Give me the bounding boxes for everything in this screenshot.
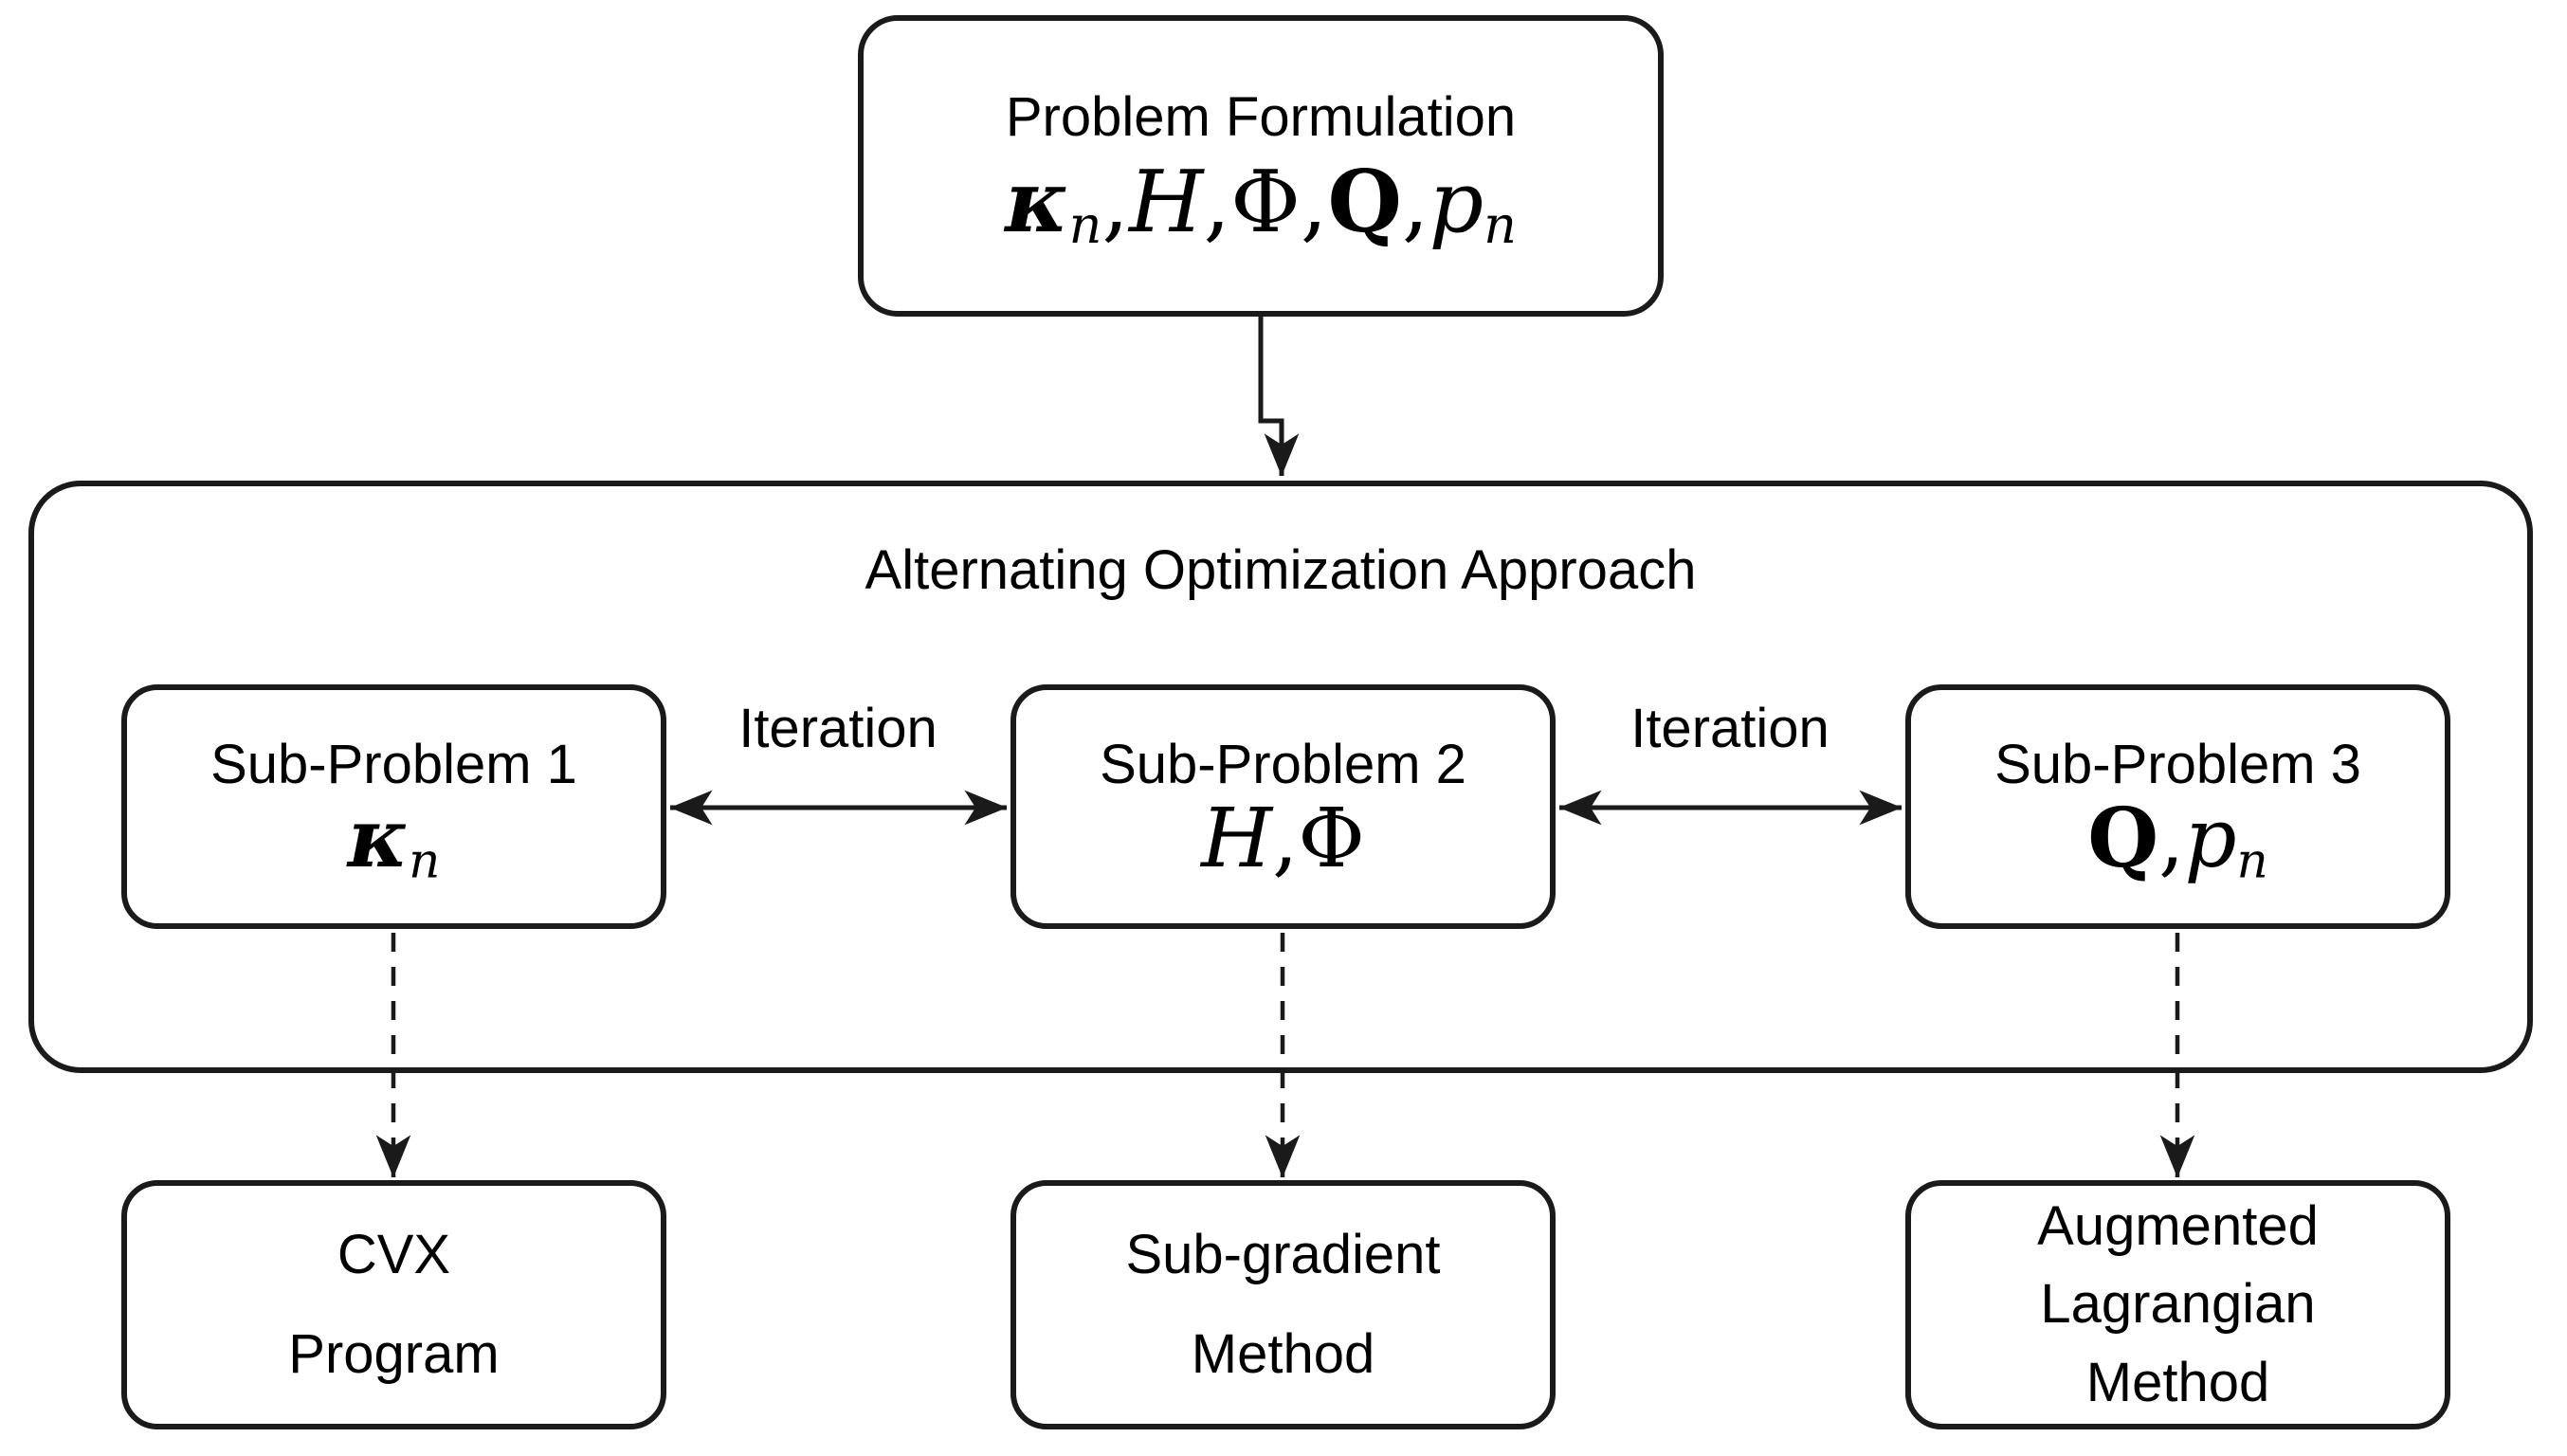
sub-problem-1-box: Sub-Problem 1 κn — [121, 684, 666, 929]
problem-formulation-variables: κn,H,Φ,Q,pn — [1005, 151, 1517, 255]
sub-problem-2-variables: H,Φ — [1201, 792, 1365, 887]
method-line: Method — [2085, 1351, 2270, 1413]
sub-problem-3-box: Sub-Problem 3 Q,pn — [1905, 684, 2450, 929]
iteration-label-left: Iteration — [738, 698, 938, 759]
method-line: Augmented — [2037, 1194, 2319, 1257]
method-line: Lagrangian — [2040, 1273, 2316, 1336]
sub-problem-1-title: Sub-Problem 1 — [210, 733, 577, 795]
sub-problem-3-variables: Q,pn — [2087, 791, 2268, 890]
method-line: Program — [288, 1322, 500, 1385]
cvx-program-box: CVX Program — [121, 1180, 666, 1429]
method-line: Sub-gradient — [1125, 1224, 1441, 1286]
augmented-lagrangian-method-box: Augmented Lagrangian Method — [1905, 1180, 2450, 1429]
arrow-problem-to-approach — [1258, 317, 1300, 477]
method-line: Method — [1191, 1322, 1375, 1385]
method-line: CVX — [337, 1224, 451, 1286]
problem-formulation-title: Problem Formulation — [1005, 86, 1517, 149]
sub-gradient-method-box: Sub-gradient Method — [1010, 1180, 1556, 1429]
alternating-optimization-title: Alternating Optimization Approach — [865, 539, 1697, 601]
sub-problem-2-title: Sub-Problem 2 — [1100, 733, 1466, 795]
sub-problem-3-title: Sub-Problem 3 — [1994, 733, 2361, 795]
sub-problem-2-box: Sub-Problem 2 H,Φ — [1010, 684, 1556, 929]
iteration-label-right: Iteration — [1630, 698, 1830, 759]
sub-problem-1-variables: κn — [347, 791, 441, 890]
problem-formulation-box: Problem Formulation κn,H,Φ,Q,pn — [858, 15, 1664, 317]
